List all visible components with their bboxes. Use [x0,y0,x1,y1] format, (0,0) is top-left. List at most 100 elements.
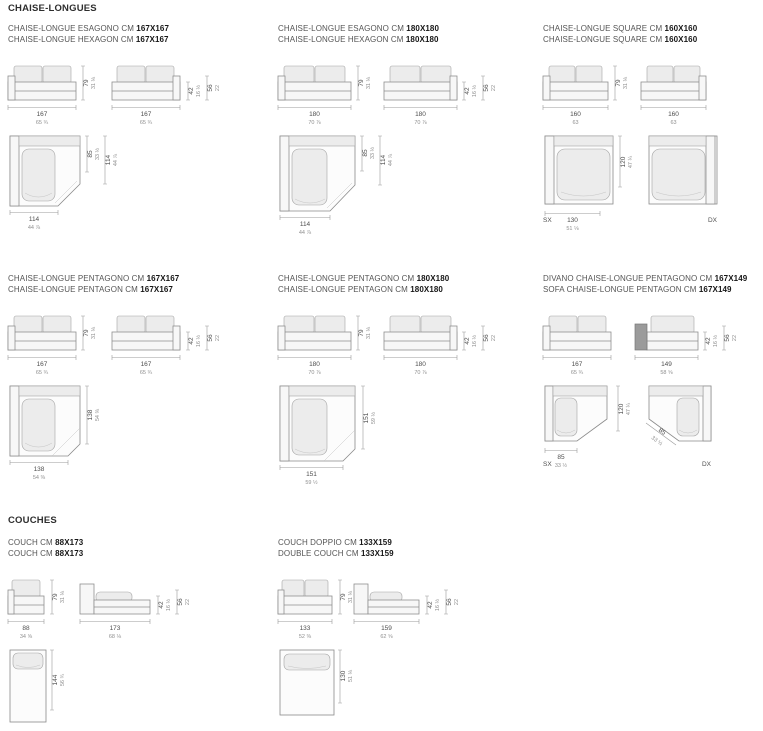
dim-width1-in: 63 [572,120,578,126]
dim-height-seat-in: 16 ½ [471,84,478,97]
title-size: 167X167 [135,34,169,44]
couch-elevation-side [79,583,151,615]
title-size: 167X167 [136,24,170,33]
dim-width2-cm: 160 [668,111,679,118]
dimension-line [175,589,179,615]
dim-plan-diagonal-in: 33 ½ [650,434,664,447]
dimension-line [481,325,485,351]
dim-plan-height-cm: 120 [618,403,625,414]
dim-plan-width-cm: 114 [300,221,311,228]
dimension-line [79,619,151,624]
dim-width1-cm: 180 [309,111,320,118]
dim-height-seat-in: 16 ½ [195,84,202,97]
front-elevation-group: 79 31 ⅛ 160 63 160 63 [542,65,707,126]
dimension-line [186,81,190,101]
title-text: CHAISE-LONGUE PENTAGONO CM [8,274,147,283]
dimension-line [205,75,209,101]
sofa-elevation-right [640,65,707,101]
dim-height-total-cm: 79 [358,329,365,337]
dimension-line [481,75,485,101]
couch-elevation-front [7,579,45,615]
item-title-english: CHAISE-LONGUE HEXAGON CM 180X180 [278,35,540,46]
dimension-line [50,649,54,711]
front-elevation-group: 79 31 ⅛ 42 16 ½ 56 22 133 52 ⅜ 159 [277,579,460,640]
dimension-line [425,595,429,615]
dim-height-seat-cm: 42 [705,337,712,345]
item-title-italian: CHAISE-LONGUE ESAGONO CM 167X167 [8,24,270,35]
dim-height-seat-cm: 42 [464,87,471,95]
item-chaise-longue-hexagon-167: CHAISE-LONGUE ESAGONO CM 167X167 CHAISE-… [7,24,270,242]
dimension-line [616,385,620,432]
label-sx: SX [543,461,552,468]
drawing-hexagon-167: 79 31 ⅛ 42 16 ½ 56 22 167 65 ¾ 167 65 ¾ [7,65,221,231]
dim-width2-in: 65 ¾ [140,120,153,126]
dim-width1-cm: 160 [570,111,581,118]
section-title-chaise-longues: CHAISE-LONGUES [8,3,97,14]
plan-view-group: 85 33 ½ 114 44 ⅞ 114 44 ⅞ [9,135,119,231]
dim-height-total-cm: 79 [52,593,59,601]
title-text: DIVANO CHAISE-LONGUE PENTAGONO CM [543,274,715,283]
item-title-italian: COUCH CM 88X173 [8,538,270,549]
dim-plan-depth1-in: 33 ½ [94,147,101,160]
dimension-line [703,331,707,351]
sofa-elevation-left [542,315,612,351]
dimension-line [156,595,160,615]
title-text: CHAISE-LONGUE PENTAGON CM [8,284,141,294]
dim-width1-in: 34 ⅝ [20,634,33,640]
dim-plan-height-cm: 120 [620,156,627,167]
dimension-line [542,355,612,360]
title-size: 160X160 [664,34,698,44]
dim-height-arm-in: 22 [491,335,497,341]
sofa-elevation-right [111,65,181,101]
dim-width1-cm: 88 [22,625,30,632]
plan-view-group: 144 56 ¾ [9,649,66,723]
item-title-italian: CHAISE-LONGUE SQUARE CM 160X160 [543,24,759,35]
title-size: 167X167 [146,274,180,283]
dim-plan-width-in: 59 ½ [305,479,318,486]
dim-width1-cm: 167 [37,111,48,118]
dim-height-total-in: 31 ⅛ [91,326,97,339]
dimension-line [279,215,331,220]
title-text: COUCH CM [8,538,56,547]
plan-view-group: 130 51 ⅛ [279,649,354,716]
dimension-line [360,135,364,172]
item-couch-88x173: COUCH CM 88X173 COUCH CM 88X173 79 31 ⅛ [7,538,270,731]
dim-width2-cm: 180 [415,111,426,118]
item-sofa-chaise-longue-pentagon-167x149: DIVANO CHAISE-LONGUE PENTAGONO CM 167X14… [542,274,759,492]
dim-plan-depth2-in: 44 ⅞ [388,153,394,166]
dimension-line [383,355,458,360]
dim-plan-width-cm: 138 [34,466,45,473]
plan-view-group: 120 47 ¼ SX 130 51 ⅛ DX [543,135,718,232]
dimension-line [544,211,601,216]
dim-height-total-in: 31 ⅛ [366,76,372,89]
dim-plan-width-cm: 85 [557,454,565,461]
dimension-line [50,579,54,615]
sofa-elevation-right [383,315,458,351]
item-title-english: COUCH CM 88X173 [8,549,270,560]
dimension-line [279,465,344,470]
title-text: CHAISE-LONGUE SQUARE CM [543,34,665,44]
dim-plan-diagonal-cm: 85 [657,427,667,437]
dim-plan-height-cm: 130 [340,670,347,681]
dimension-line [353,619,420,624]
dim-plan-width-in: 44 ⅞ [28,225,41,231]
front-elevation-group: 79 31 ⅛ 42 16 ½ 56 22 167 65 ¾ 167 65 ¾ [7,315,221,376]
item-title-english: SOFA CHAISE-LONGUE PENTAGON CM 167X149 [543,285,759,296]
dim-plan-width-in: 54 ⅜ [33,475,46,481]
dimension-line [356,65,360,101]
drawing-pentagon-167: 79 31 ⅛ 42 16 ½ 56 22 167 65 ¾ 167 65 ¾ [7,315,221,481]
dim-width2-in: 70 ⅞ [414,120,427,126]
title-text: CHAISE-LONGUE ESAGONO CM [8,24,137,33]
dimension-line [618,135,622,188]
dimension-line [378,135,382,186]
label-dx: DX [702,461,712,468]
label-dx: DX [708,217,718,224]
label-sx: SX [543,217,552,224]
dim-plan-width-cm: 151 [306,471,317,478]
dim-width2-in: 65 ¾ [140,370,153,376]
dim-width1-cm: 167 [37,361,48,368]
dim-height-seat-in: 16 ½ [712,334,719,347]
dim-width2-in: 62 ⅝ [380,634,393,640]
dim-height-seat-in: 16 ½ [195,334,202,347]
